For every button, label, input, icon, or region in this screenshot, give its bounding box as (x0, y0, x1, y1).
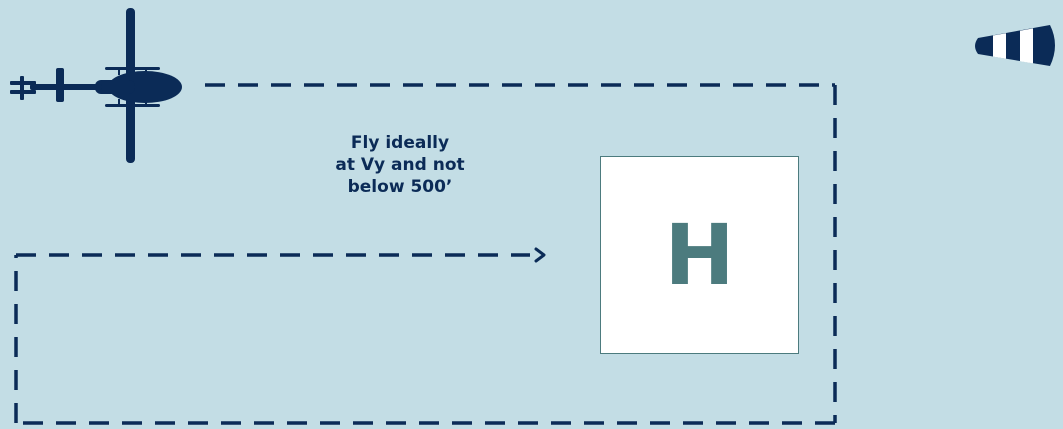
helipad: H (600, 156, 799, 354)
helipad-letter: H (664, 213, 734, 297)
arrow-right-icon (536, 249, 544, 261)
flight-instruction-label: Fly ideally at Vy and not below 500’ (300, 132, 500, 198)
helicopter-icon (10, 8, 182, 163)
instruction-line-1: Fly ideally (300, 132, 500, 154)
instruction-line-3: below 500’ (300, 176, 500, 198)
windsock-icon (975, 25, 1055, 66)
instruction-line-2: at Vy and not (300, 154, 500, 176)
